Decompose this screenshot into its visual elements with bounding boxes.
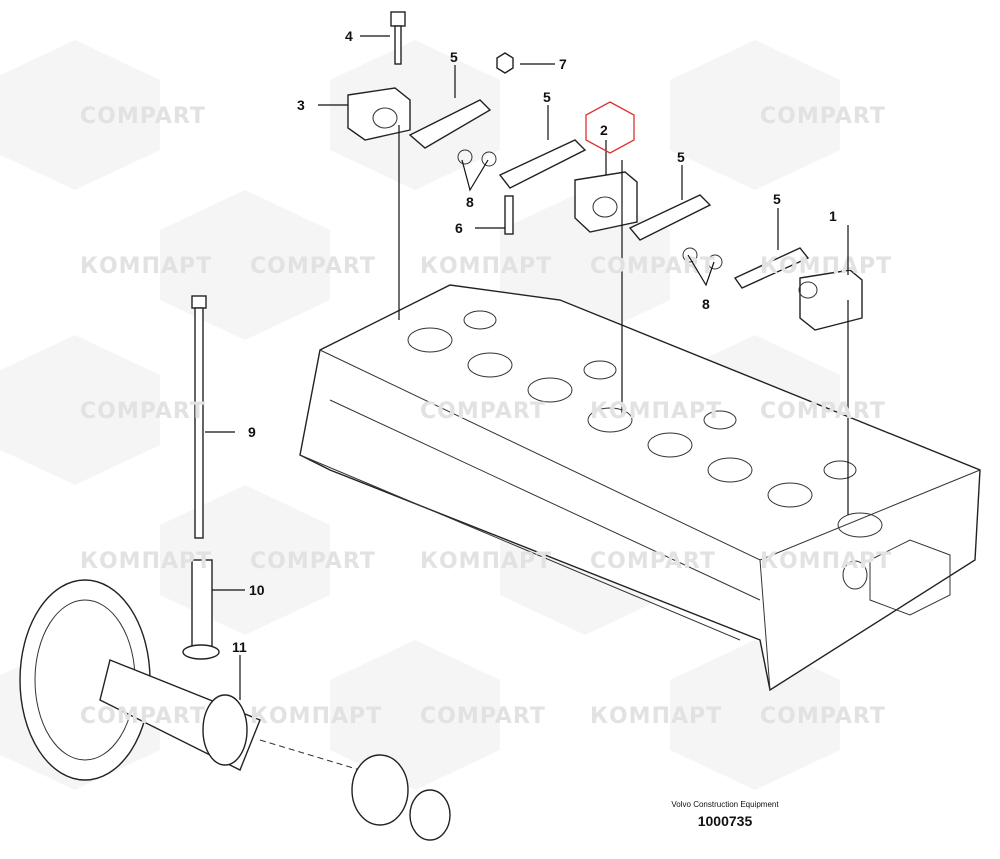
callout-5: 5 — [773, 191, 781, 207]
nut-7 — [496, 52, 514, 74]
bolt-4 — [390, 11, 406, 65]
watermark-label: КОМПАРТ — [760, 549, 892, 574]
watermark-logo-icon — [0, 335, 160, 485]
callout-5: 5 — [677, 149, 685, 165]
callout-7: 7 — [559, 56, 567, 72]
watermark-label: COMPART — [420, 399, 546, 424]
watermark-label: COMPART — [250, 254, 376, 279]
callout-8: 8 — [702, 296, 710, 312]
callout-6: 6 — [455, 220, 463, 236]
watermark-label: COMPART — [590, 254, 716, 279]
watermark-label: COMPART — [590, 549, 716, 574]
tappet-10 — [182, 559, 220, 660]
watermark-logo-icon — [330, 40, 500, 190]
watermark-logo-icon — [670, 640, 840, 790]
watermark-label: COMPART — [80, 704, 206, 729]
watermark-label: COMPART — [760, 104, 886, 129]
rocker-bracket-2 — [574, 171, 638, 233]
leader-lines — [205, 35, 849, 700]
watermark-label: КОМПАРТ — [250, 704, 382, 729]
watermark-label: COMPART — [760, 399, 886, 424]
stud-6 — [504, 195, 514, 235]
callout-labels: 1 2 3 4 5 5 5 5 6 7 8 8 9 10 11 — [232, 28, 837, 655]
callout-4: 4 — [345, 28, 353, 44]
watermark-label: КОМПАРТ — [590, 704, 722, 729]
manufacturer-label: Volvo Construction Equipment — [671, 800, 779, 809]
callout-5: 5 — [450, 49, 458, 65]
watermark-label: COMPART — [80, 399, 206, 424]
watermark-label: COMPART — [80, 104, 206, 129]
callout-9: 9 — [248, 424, 256, 440]
rocker-bracket-1 — [798, 269, 863, 331]
watermark-label: КОМПАРТ — [420, 549, 552, 574]
callout-5: 5 — [543, 89, 551, 105]
watermark-logo-icon — [670, 40, 840, 190]
callout-11: 11 — [232, 639, 247, 655]
callout-2: 2 — [600, 122, 608, 138]
callout-8: 8 — [466, 194, 474, 210]
watermark-label: COMPART — [420, 704, 546, 729]
watermark-label: COMPART — [250, 549, 376, 574]
cylinder-head — [299, 284, 981, 692]
watermark-logo-icon — [0, 40, 160, 190]
rocker-bracket-3 — [347, 87, 411, 141]
watermark-label: КОМПАРТ — [760, 254, 892, 279]
title-block: Volvo Construction Equipment 1000735 — [660, 800, 790, 829]
callout-10: 10 — [249, 582, 265, 598]
callout-3: 3 — [297, 97, 305, 113]
watermark-label: COMPART — [760, 704, 886, 729]
watermark-label: КОМПАРТ — [590, 399, 722, 424]
highlight-hexagon — [585, 101, 635, 154]
pushrod-9 — [191, 295, 207, 539]
watermark-text: COMPART COMPART КОМПАРТ COMPART КОМПАРТ COMPA… — [80, 104, 892, 729]
watermark-logo-icon — [330, 640, 500, 790]
watermark-label: КОМПАРТ — [420, 254, 552, 279]
watermark-label: КОМПАРТ — [80, 254, 212, 279]
callout-1: 1 — [829, 208, 837, 224]
rocker-arms — [408, 99, 810, 289]
watermark-label: КОМПАРТ — [80, 549, 212, 574]
drawing-number: 1000735 — [697, 813, 753, 829]
camshaft-11 — [19, 579, 451, 841]
